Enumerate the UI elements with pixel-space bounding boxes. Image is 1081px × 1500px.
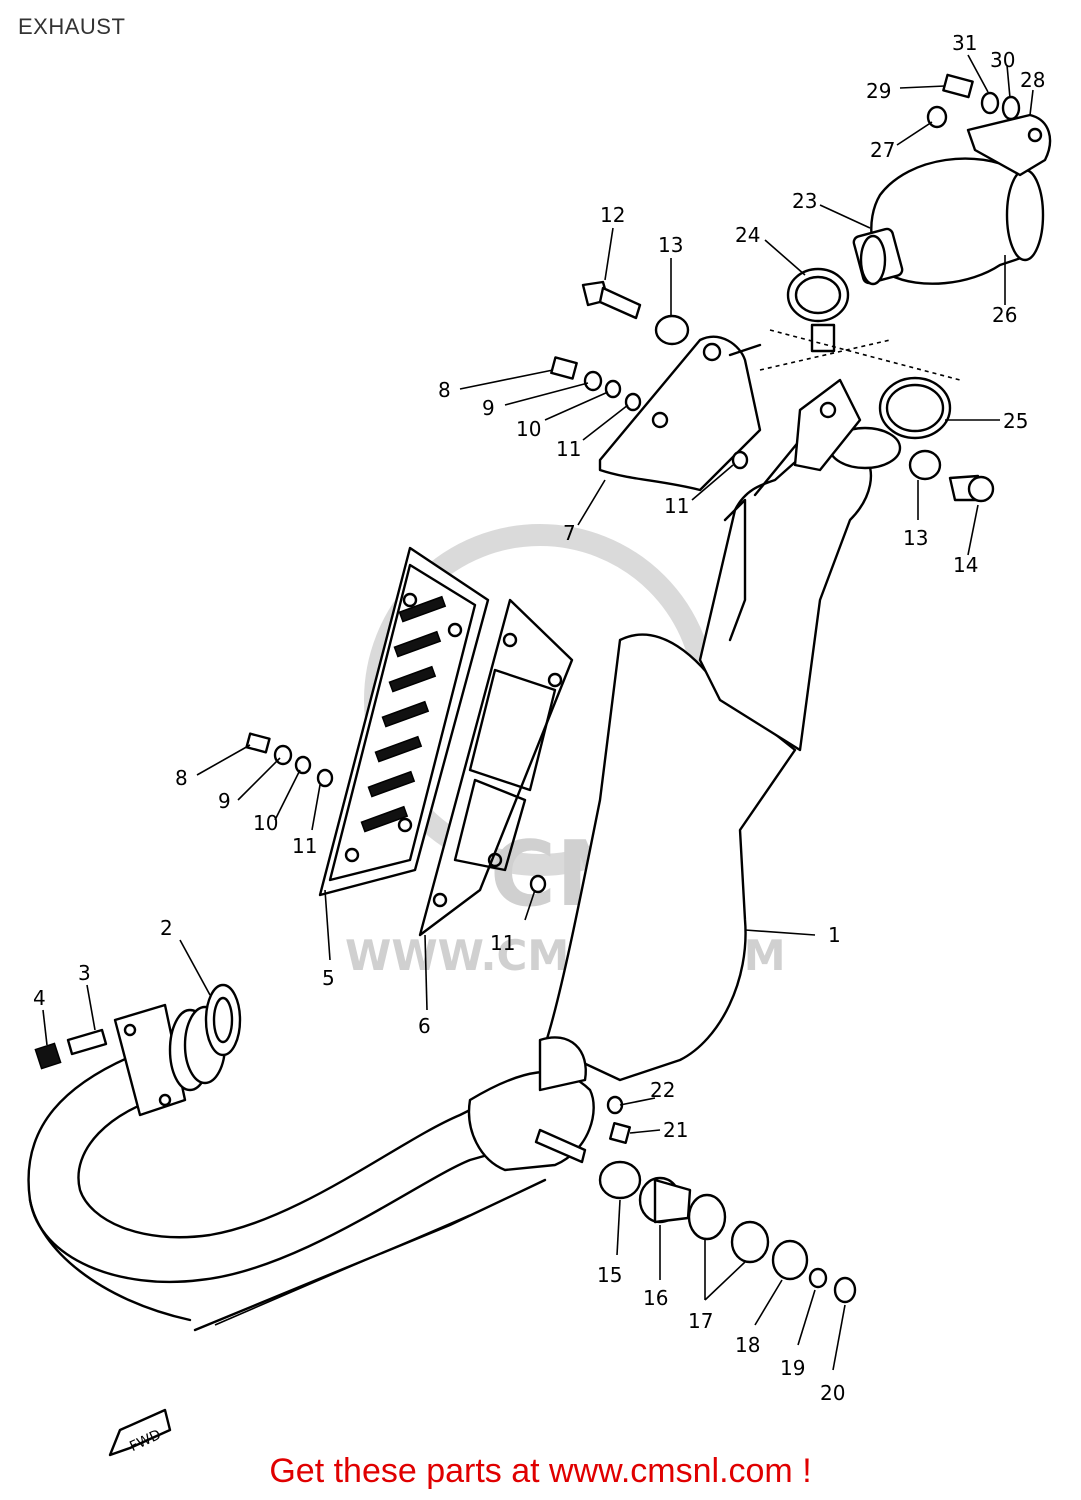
callout-10-lower: 10 — [253, 811, 278, 835]
callout-17: 17 — [688, 1309, 713, 1333]
callout-31: 31 — [952, 31, 977, 55]
callout-25: 25 — [1003, 409, 1028, 433]
washer-small — [606, 1095, 624, 1115]
callout-11-upper: 11 — [556, 437, 581, 461]
callout-13-upper: 13 — [658, 233, 683, 257]
damper-a — [687, 1193, 727, 1241]
callout-3: 3 — [78, 961, 91, 985]
stud-bolt — [66, 1028, 108, 1056]
callout-14: 14 — [953, 553, 978, 577]
washer-mount — [771, 1239, 809, 1281]
screw-lower — [245, 732, 271, 754]
pin — [948, 474, 995, 503]
callout-6: 6 — [418, 1014, 431, 1038]
callout-12: 12 — [600, 203, 625, 227]
screw-upper — [550, 356, 578, 380]
callout-15: 15 — [597, 1263, 622, 1287]
callout-7: 7 — [563, 521, 576, 545]
collar-upper — [654, 314, 690, 346]
callout-30: 30 — [990, 48, 1015, 72]
callout-19: 19 — [780, 1356, 805, 1380]
callout-8-lower: 8 — [175, 766, 188, 790]
callout-1: 1 — [828, 923, 841, 947]
collar-lower — [908, 449, 942, 481]
page-title: EXHAUST — [18, 14, 126, 39]
callout-24: 24 — [735, 223, 760, 247]
plate-washer — [598, 1160, 642, 1200]
tail-bracket — [966, 113, 1052, 177]
mount-nut — [833, 1276, 857, 1304]
footer-link-text[interactable]: Get these parts at www.cmsnl.com ! — [269, 1452, 812, 1490]
tail-nut — [926, 105, 948, 129]
lockwasher-upper — [604, 379, 622, 399]
callout-10-upper: 10 — [516, 417, 541, 441]
bracket-bolt — [581, 280, 642, 320]
callout-11-bracket: 11 — [664, 494, 689, 518]
heat-protector — [318, 546, 490, 897]
nut-upper — [624, 392, 642, 412]
callout-21: 21 — [663, 1118, 688, 1142]
nut-lower — [316, 768, 334, 788]
tail-bolt — [942, 73, 974, 99]
washer-upper — [583, 370, 603, 392]
callout-11-lower: 11 — [292, 834, 317, 858]
callout-9-lower: 9 — [218, 789, 231, 813]
callout-23: 23 — [792, 189, 817, 213]
callout-20: 20 — [820, 1381, 845, 1405]
nut-protector — [529, 874, 547, 894]
nut — [34, 1042, 62, 1070]
exhaust-pipe — [27, 1036, 595, 1332]
callout-18: 18 — [735, 1333, 760, 1357]
tail-washer-b — [1001, 95, 1021, 121]
fwd-arrow: FWD — [108, 1408, 172, 1457]
damper-b — [730, 1220, 770, 1264]
callout-8-upper: 8 — [438, 378, 451, 402]
silencer — [852, 157, 1045, 286]
pipe-bracket — [793, 378, 862, 472]
callout-28: 28 — [1020, 68, 1045, 92]
exhaust-clamp — [786, 267, 850, 353]
mount-stud — [534, 1128, 587, 1164]
collar-mount — [638, 1176, 692, 1224]
callout-26: 26 — [992, 303, 1017, 327]
callout-2: 2 — [160, 916, 173, 940]
callout-11-protector: 11 — [490, 931, 515, 955]
callout-27: 27 — [870, 138, 895, 162]
nut-bracket — [731, 450, 749, 470]
callout-13-lower: 13 — [903, 526, 928, 550]
callout-4: 4 — [33, 986, 46, 1010]
leader-lines — [42, 54, 1034, 1371]
gasket — [204, 983, 242, 1057]
joint — [878, 376, 952, 440]
muffler-bracket — [598, 335, 762, 492]
lockwasher-lower — [294, 755, 312, 775]
callout-16: 16 — [643, 1286, 668, 1310]
muffler-body — [543, 426, 902, 1082]
callout-29: 29 — [866, 79, 891, 103]
callout-5: 5 — [322, 966, 335, 990]
callout-22: 22 — [650, 1078, 675, 1102]
bolt-small — [609, 1122, 631, 1144]
tail-washer-a — [980, 91, 1000, 115]
callout-9-upper: 9 — [482, 396, 495, 420]
exhaust-flange — [113, 1003, 227, 1117]
protector-gasket — [418, 598, 574, 937]
spring-washer — [808, 1267, 828, 1289]
